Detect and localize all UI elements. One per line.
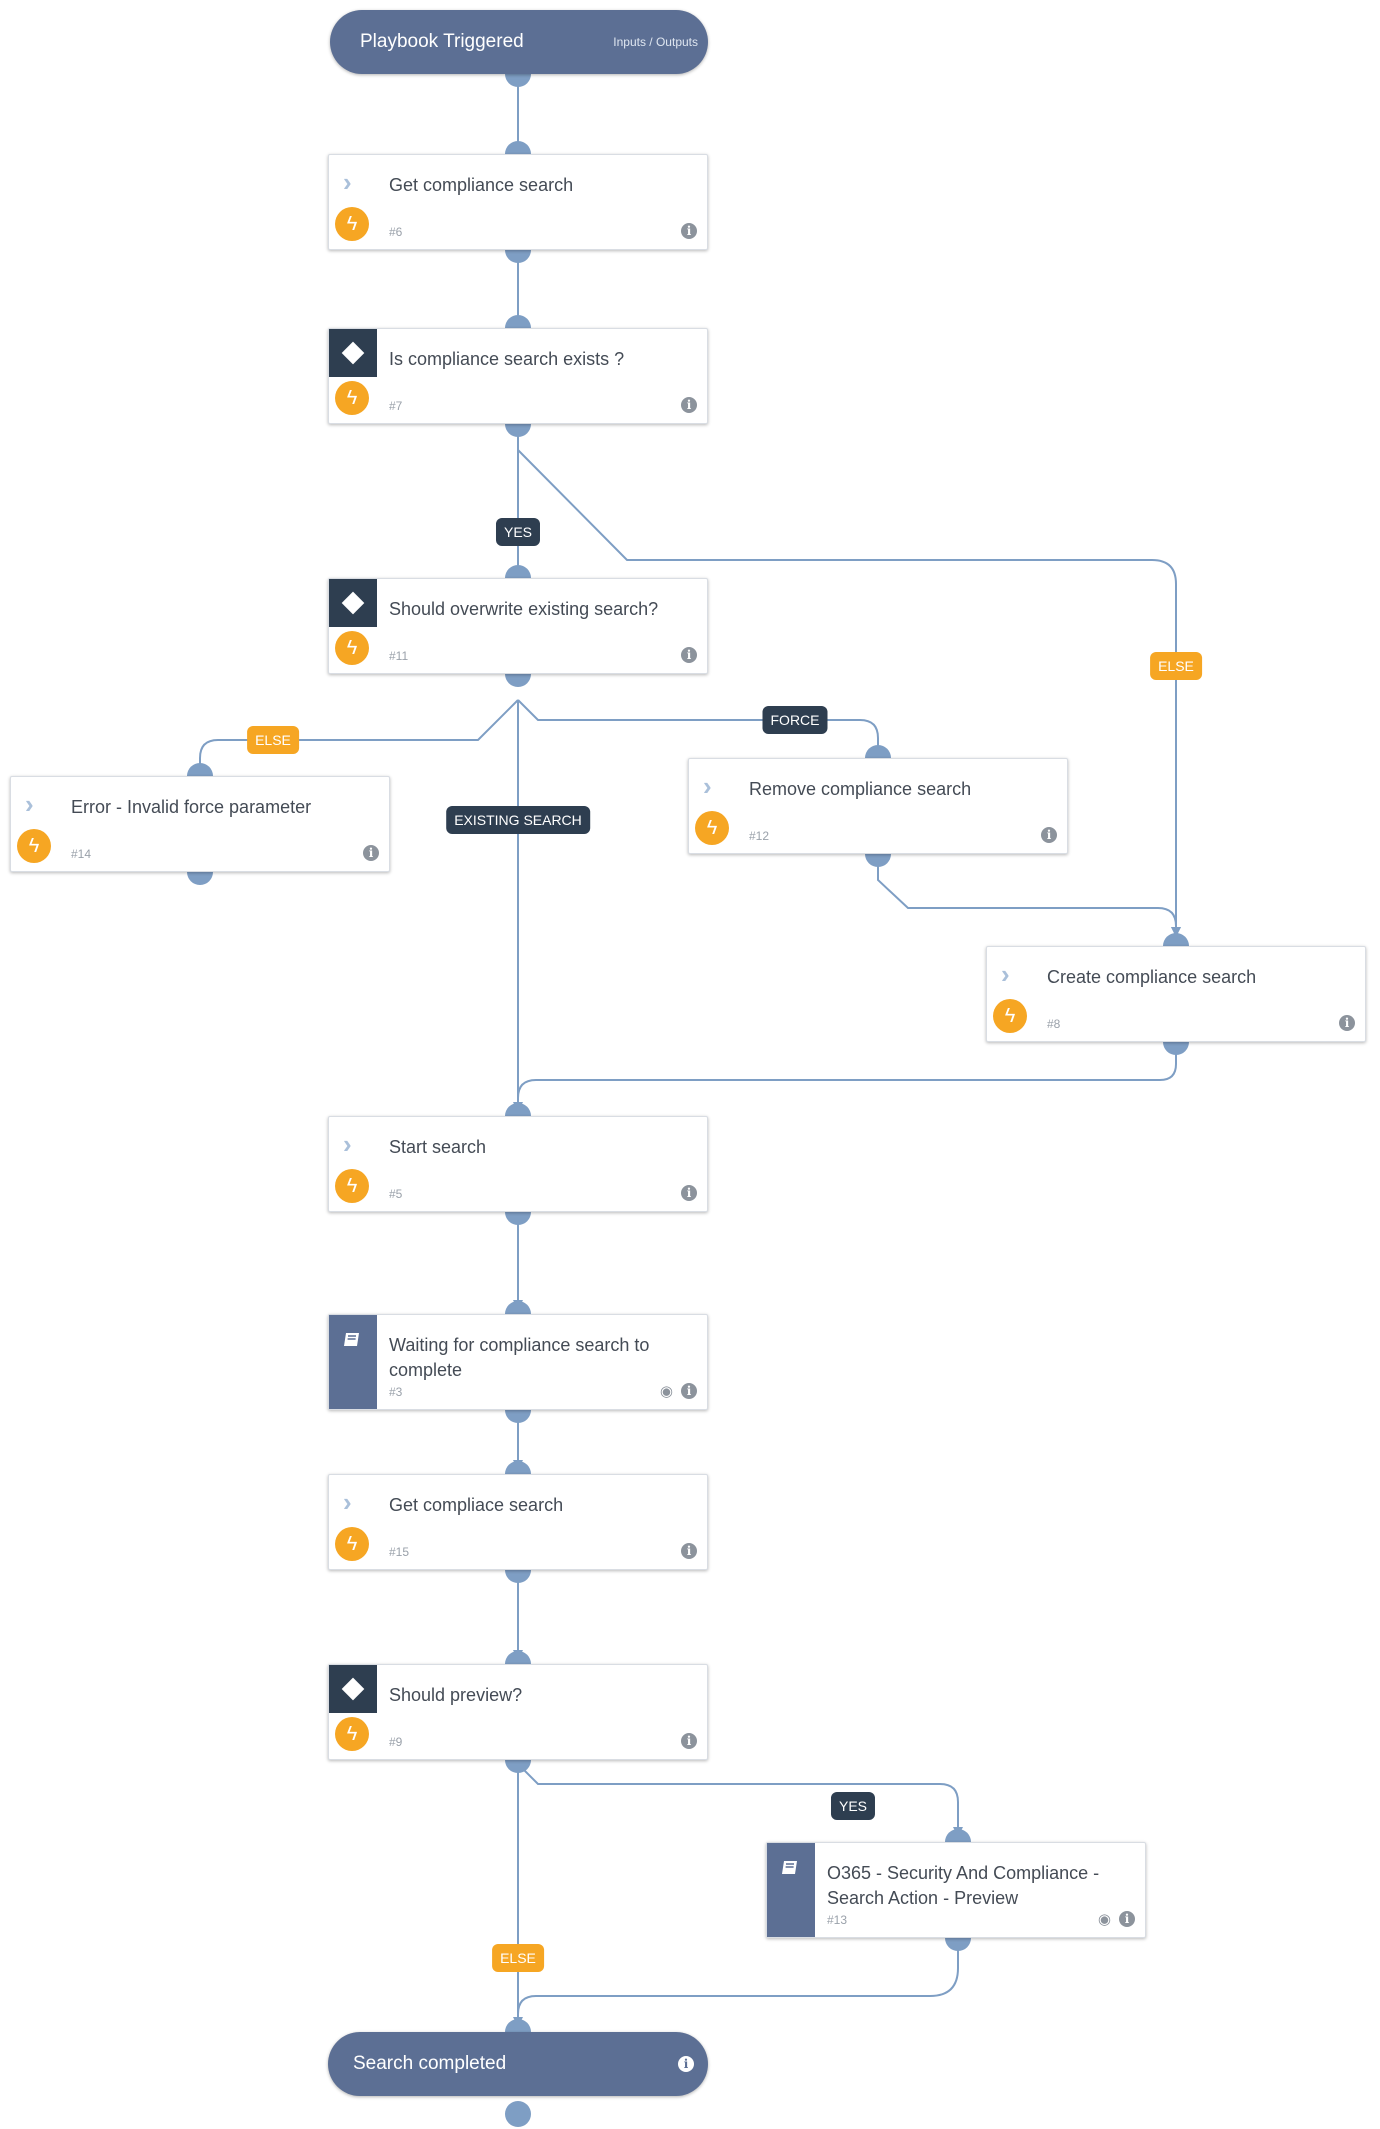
info-icon[interactable]: i	[1339, 1015, 1355, 1031]
edge-12-8	[877, 856, 1181, 937]
playbook-o365-search-preview[interactable]: O365 - Security And Compliance - Search …	[766, 1842, 1146, 1938]
playbook-sidebar	[329, 1315, 377, 1409]
edge-label-else[interactable]: ELSE	[1150, 652, 1202, 680]
task-id: #12	[749, 829, 770, 843]
task-id: #11	[389, 649, 409, 663]
lightning-icon: ϟ	[335, 1527, 369, 1561]
chevron-icon: ›	[343, 167, 352, 197]
info-icon[interactable]: i	[681, 647, 697, 663]
task-remove-compliance-search[interactable]: › Remove compliance search ϟ #12 i	[688, 758, 1068, 854]
task-name: Waiting for compliance search to complet…	[389, 1335, 650, 1380]
task-name: Get compliance search	[389, 175, 574, 195]
lightning-icon: ϟ	[335, 631, 369, 665]
task-id: #13	[827, 1913, 848, 1927]
task-name: Should overwrite existing search?	[389, 599, 659, 619]
task-id: #7	[389, 399, 403, 413]
task-name: O365 - Security And Compliance - Search …	[827, 1863, 1100, 1908]
task-id: #14	[71, 847, 92, 861]
eye-icon[interactable]: ◉	[1097, 1911, 1111, 1928]
task-get-compliance-search[interactable]: › Get compliance search ϟ #6 i	[328, 154, 708, 250]
task-id: #3	[389, 1385, 403, 1399]
book-icon	[782, 1861, 797, 1874]
task-id: #8	[1047, 1017, 1061, 1031]
task-name: Remove compliance search	[749, 779, 972, 799]
playbook-waiting-for-compliance-search[interactable]: Waiting for compliance search to complet…	[328, 1314, 708, 1410]
condition-is-compliance-search-exists[interactable]: Is compliance search exists ? ϟ #7 i	[328, 328, 708, 424]
task-id: #6	[389, 225, 403, 239]
info-icon[interactable]: i	[681, 397, 697, 413]
info-icon[interactable]: i	[681, 223, 697, 239]
task-name: Is compliance search exists ?	[389, 349, 625, 369]
book-icon	[344, 1333, 359, 1346]
task-error-invalid-force[interactable]: › Error - Invalid force parameter ϟ #14 …	[10, 776, 390, 872]
edge-label-existing-search[interactable]: EXISTING SEARCH	[446, 806, 590, 834]
task-name: Get compliace search	[389, 1495, 564, 1515]
task-name: Start search	[389, 1137, 487, 1157]
chevron-icon: ›	[25, 789, 34, 819]
info-icon[interactable]: i	[1119, 1911, 1135, 1927]
task-start-search[interactable]: › Start search ϟ #5 i	[328, 1116, 708, 1212]
inputs-outputs-link[interactable]: Inputs / Outputs	[613, 35, 698, 49]
edge-9-13	[517, 1763, 963, 1837]
edge-11-12	[517, 699, 883, 757]
lightning-icon: ϟ	[17, 829, 51, 863]
chevron-icon: ›	[1001, 959, 1010, 989]
task-name: Create compliance search	[1047, 967, 1257, 987]
condition-sidebar	[329, 1665, 377, 1713]
task-name: Should preview?	[389, 1685, 523, 1705]
lightning-icon: ϟ	[335, 1169, 369, 1203]
chevron-icon: ›	[343, 1129, 352, 1159]
task-name: Error - Invalid force parameter	[71, 797, 312, 817]
task-get-compliace-search[interactable]: › Get compliace search ϟ #15 i	[328, 1474, 708, 1570]
info-icon[interactable]: i	[681, 1383, 697, 1399]
edge-7-8	[517, 449, 1181, 937]
edge-label-yes[interactable]: YES	[830, 1792, 876, 1820]
task-id: #5	[389, 1187, 403, 1201]
condition-sidebar	[329, 329, 377, 377]
info-icon[interactable]: i	[681, 1733, 697, 1749]
lightning-icon: ϟ	[335, 1717, 369, 1751]
task-id: #15	[389, 1545, 410, 1559]
task-id: #9	[389, 1735, 403, 1749]
edge-label-force[interactable]: FORCE	[762, 706, 828, 734]
edge-13-end	[517, 1940, 959, 2025]
chevron-icon: ›	[343, 1487, 352, 1517]
condition-should-preview[interactable]: Should preview? ϟ #9 i	[328, 1664, 708, 1760]
edge-8-5	[517, 1046, 1177, 1110]
search-completed-node[interactable]: Search completed i	[328, 2032, 708, 2096]
lightning-icon: ϟ	[335, 381, 369, 415]
edge-label-yes[interactable]: YES	[495, 518, 541, 546]
lightning-icon: ϟ	[335, 207, 369, 241]
end-title: Search completed	[353, 2053, 507, 2074]
info-icon[interactable]: i	[678, 2056, 694, 2072]
lightning-icon: ϟ	[695, 811, 729, 845]
task-create-compliance-search[interactable]: › Create compliance search ϟ #8 i	[986, 946, 1366, 1042]
diamond-icon	[341, 591, 365, 615]
edge-label-else[interactable]: ELSE	[247, 726, 299, 754]
condition-sidebar	[329, 579, 377, 627]
info-icon[interactable]: i	[1041, 827, 1057, 843]
playbook-triggered-node[interactable]: Playbook Triggered Inputs / Outputs	[330, 10, 708, 74]
eye-icon[interactable]: ◉	[659, 1383, 673, 1400]
start-title: Playbook Triggered	[360, 31, 524, 52]
edge-label-else[interactable]: ELSE	[492, 1944, 544, 1972]
info-icon[interactable]: i	[681, 1185, 697, 1201]
info-icon[interactable]: i	[681, 1543, 697, 1559]
diamond-icon	[341, 1677, 365, 1701]
chevron-icon: ›	[703, 771, 712, 801]
playbook-sidebar	[767, 1843, 815, 1937]
condition-should-overwrite[interactable]: Should overwrite existing search? ϟ #11 …	[328, 578, 708, 674]
lightning-icon: ϟ	[993, 999, 1027, 1033]
diamond-icon	[341, 341, 365, 365]
edge-11-14	[195, 699, 519, 775]
info-icon[interactable]: i	[363, 845, 379, 861]
port	[505, 2101, 531, 2127]
